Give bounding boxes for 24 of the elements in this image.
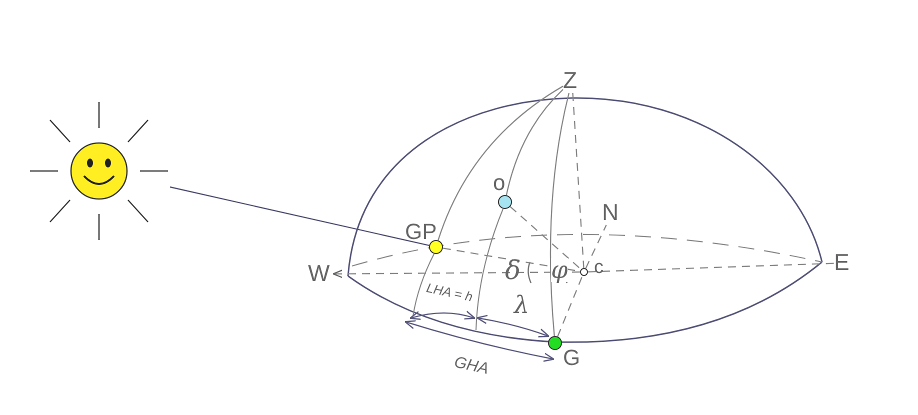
dashed-line [585,224,607,269]
line [506,89,564,196]
angle-label: λ [514,293,530,317]
arc-label: LHA = h [425,281,474,304]
point-label: o [493,172,506,194]
line [550,92,570,336]
arc-label: GHA [452,355,490,378]
point-label: G [563,347,580,369]
sun-drawing [28,100,170,242]
dashed-line [510,206,582,270]
point-label: GP [405,221,437,243]
angle-label: δ [505,258,521,284]
dashed-line [572,92,584,268]
dashed-line [332,270,580,278]
angle-label: φ [551,258,568,282]
dashed-line [557,275,584,337]
direction-label: Z [563,69,578,92]
line [170,186,430,246]
point-label: c [594,258,604,277]
dashed-line [588,262,834,272]
line [438,86,564,241]
direction-label: W [308,262,330,285]
direction-label: E [834,251,850,274]
direction-label: N [602,201,619,224]
